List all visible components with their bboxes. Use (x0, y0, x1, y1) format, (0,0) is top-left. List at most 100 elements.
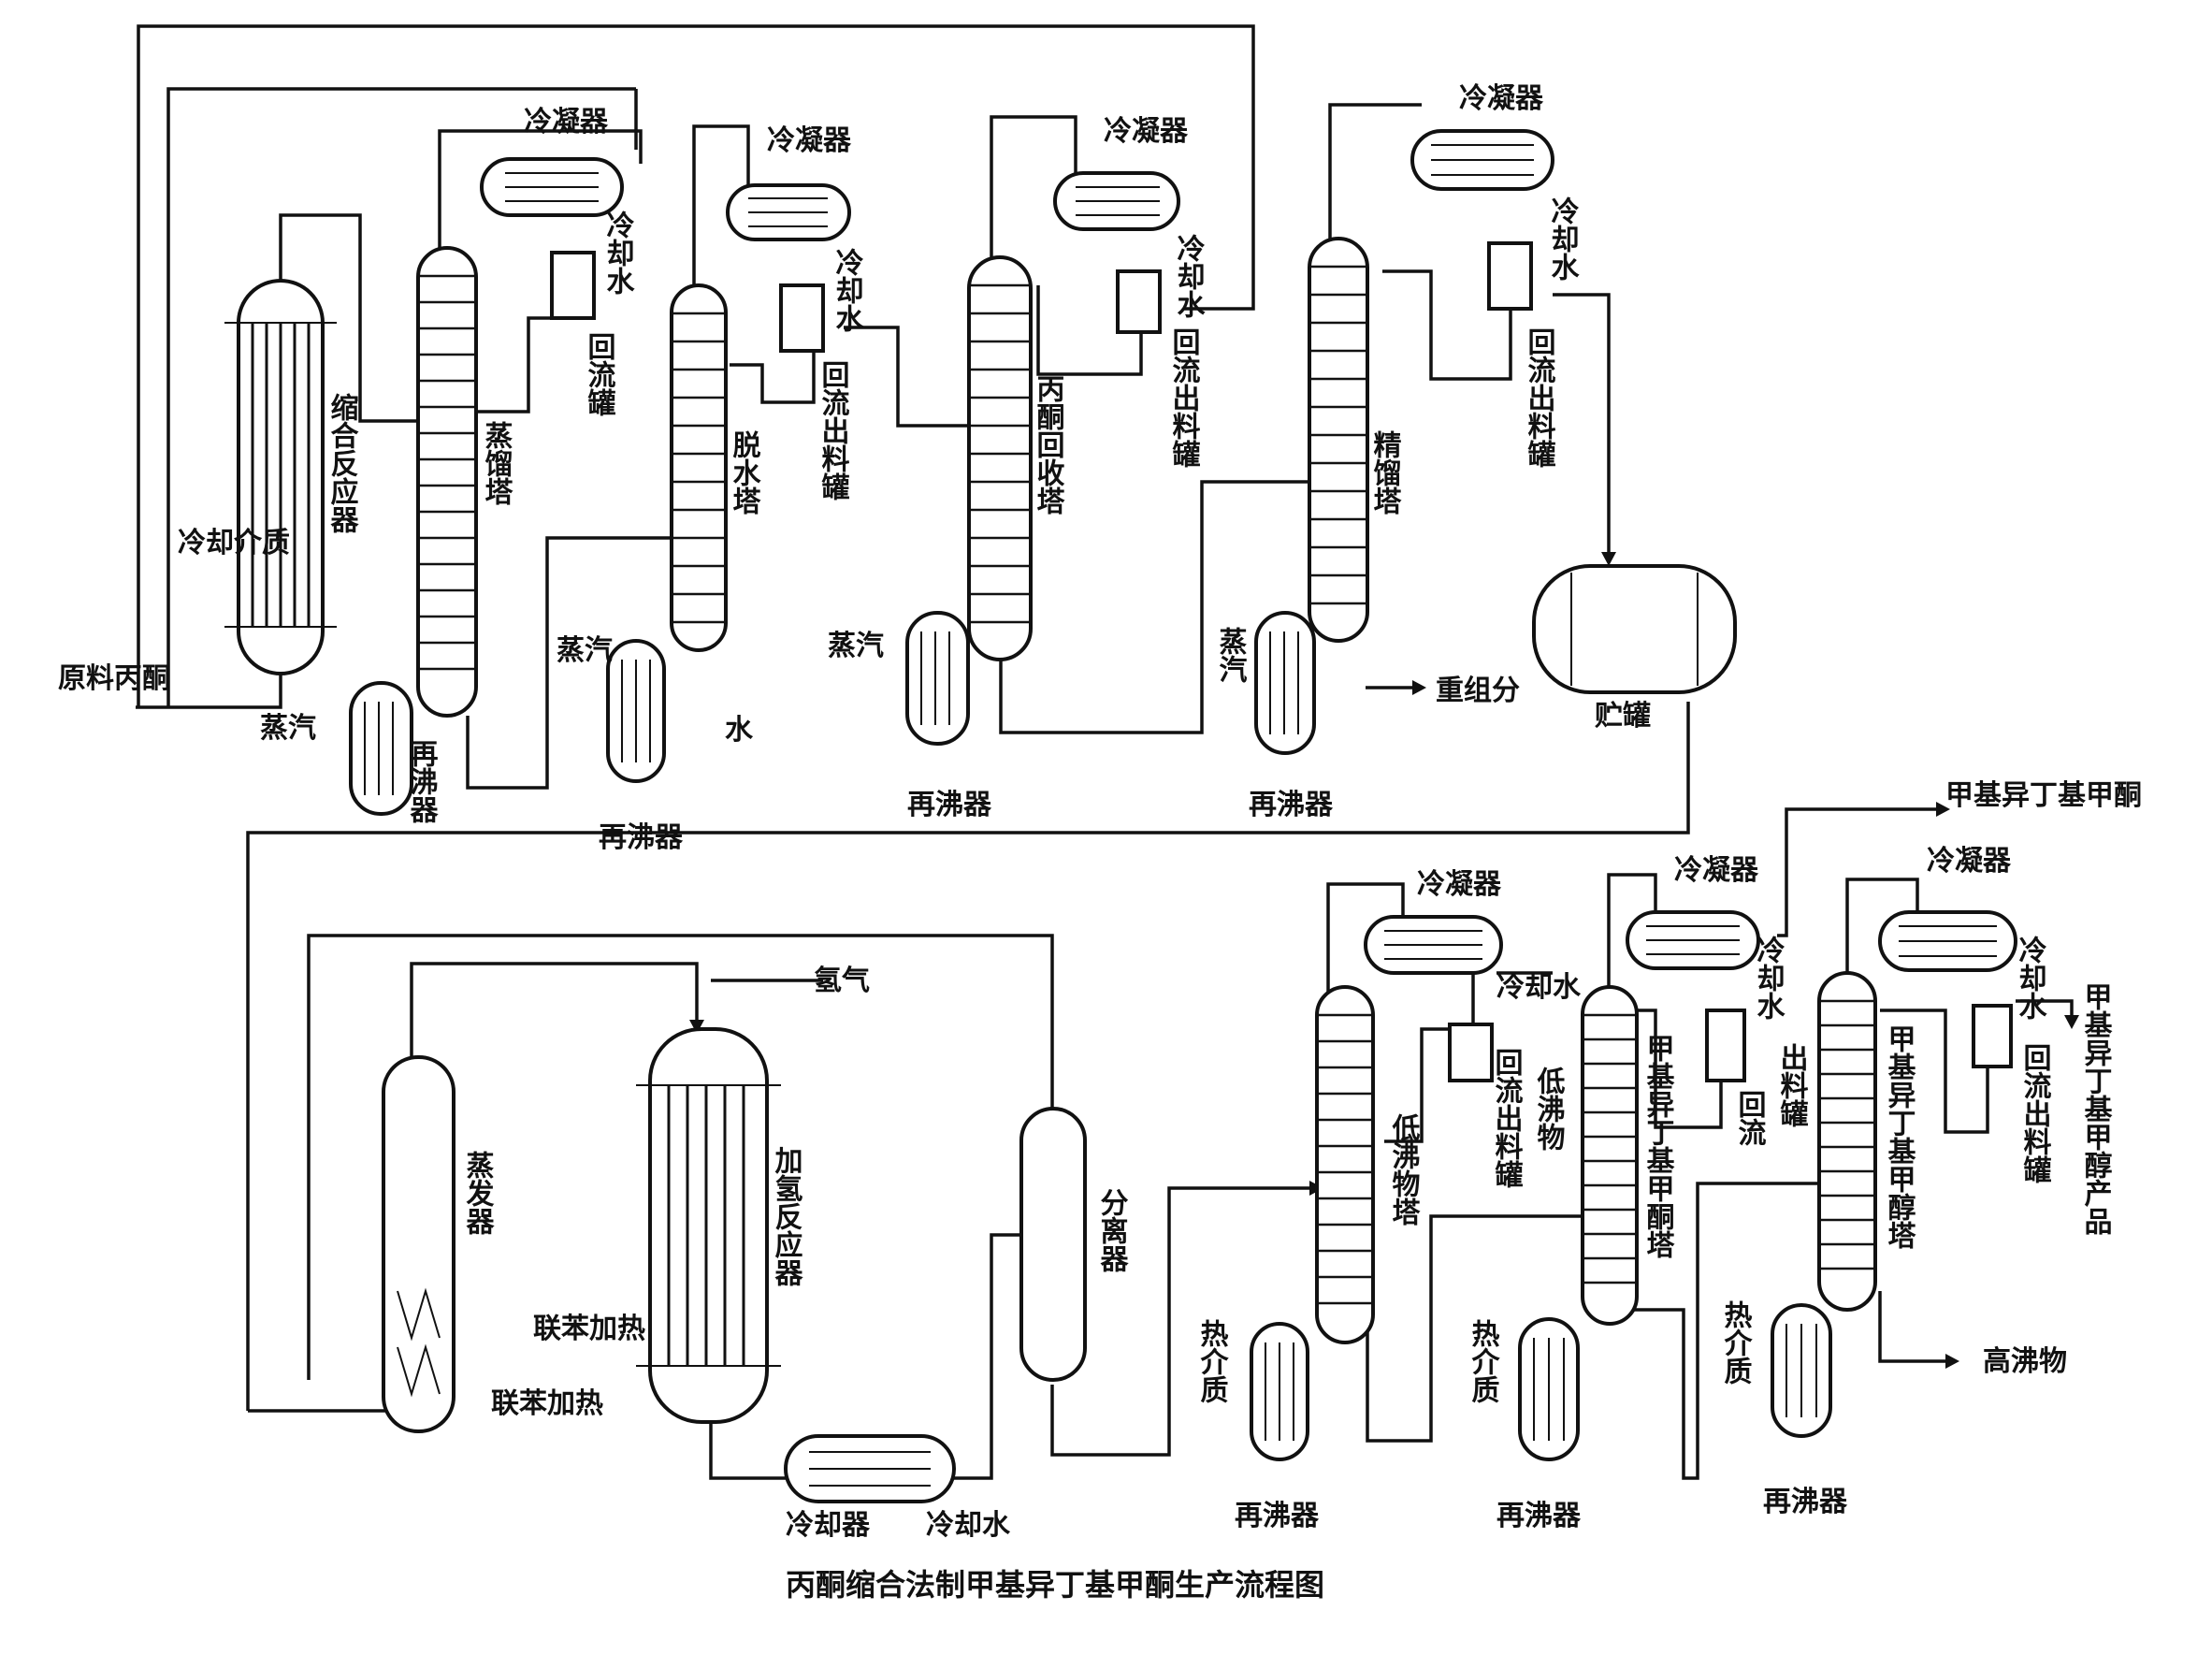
heat-medium-label-1: 热介质 (1195, 1319, 1230, 1403)
separator-label: 分离器 (1095, 1188, 1130, 1272)
storage-tank (1532, 564, 1737, 694)
cooling-water-label-5: 冷却水 (926, 1509, 1011, 1542)
reflux-discharge-tank-label-2: 回流出料罐 (1167, 327, 1201, 468)
reboiler-3 (905, 611, 970, 746)
biphenyl-heating-label-1: 联苯加热 (533, 1313, 645, 1345)
condenser-5-label: 冷凝器 (1417, 868, 1502, 901)
flow-arrows (689, 552, 2079, 1369)
mibk-tower (1581, 985, 1639, 1326)
cooler-label: 冷却器 (786, 1509, 871, 1542)
condenser-7-label: 冷凝器 (1927, 845, 2012, 878)
dehydration-tower (670, 283, 728, 652)
labels: 原料丙酮 缩合反应器 冷却介质 蒸馏塔 脱水塔 丙酮回收塔 精馏塔 冷凝器 冷凝… (58, 82, 2142, 1603)
biphenyl-heating-label-2: 联苯加热 (491, 1387, 603, 1420)
condenser-3-label: 冷凝器 (1104, 115, 1189, 148)
storage-tank-label: 贮罐 (1595, 700, 1651, 733)
steam-label-3: 蒸汽 (828, 630, 884, 662)
reflux-tank-6 (1705, 1009, 1746, 1082)
rectification-tower-label: 精馏塔 (1368, 430, 1402, 515)
condenser-4-label: 冷凝器 (1459, 82, 1544, 115)
reboiler-label-2: 再沸器 (599, 821, 684, 854)
reflux-tank-4 (1487, 241, 1533, 311)
feed-label: 原料丙酮 (58, 662, 170, 695)
reboiler-label-6: 再沸器 (1496, 1500, 1582, 1532)
condenser-3 (1053, 171, 1180, 231)
reboiler-7 (1771, 1303, 1832, 1438)
condenser-2-label: 冷凝器 (767, 124, 852, 157)
condensation-reactor (224, 279, 337, 675)
heavy-fraction-label: 重组分 (1436, 675, 1520, 707)
steam-label-4: 蒸汽 (1214, 627, 1248, 683)
reflux-discharge-tank-label-3: 回流出料罐 (1523, 327, 1556, 468)
reboiler-2 (606, 639, 666, 783)
rectification-tower (1308, 237, 1369, 643)
reflux-label: 回流 (1733, 1090, 1767, 1146)
reflux-tank-7 (1972, 1004, 2013, 1068)
condenser-5 (1364, 915, 1503, 975)
reboiler-label-7: 再沸器 (1763, 1486, 1848, 1518)
distillation-tower-label: 蒸馏塔 (480, 421, 513, 505)
coolant-medium-label: 冷却介质 (178, 527, 290, 559)
reboiler-6 (1518, 1317, 1580, 1461)
reboiler-5 (1250, 1322, 1309, 1461)
acetone-recovery-tower-label: 丙酮回收塔 (1032, 374, 1065, 515)
condenser-4 (1410, 129, 1554, 191)
hydrogenation-reactor-label: 加氢反应器 (770, 1146, 804, 1286)
water-label: 水 (725, 714, 754, 747)
steam-label-2: 蒸汽 (557, 634, 613, 667)
reboiler-label-5: 再沸器 (1235, 1500, 1320, 1532)
cooling-water-label-2: 冷却水 (831, 248, 864, 332)
process-piping-top (136, 24, 1690, 1411)
process-piping-bottom (248, 807, 2074, 1480)
figure-caption: 丙酮缩合法制甲基异丁基甲酮生产流程图 (786, 1567, 1324, 1603)
mibk-product-label: 甲基异丁基甲酮 (1945, 779, 2142, 812)
reflux-discharge-tank-label-5: 回流出料罐 (2018, 1043, 2052, 1183)
reboiler-label-3: 再沸器 (907, 789, 992, 821)
reflux-discharge-tank-label-4: 回流出料罐 (1490, 1048, 1524, 1188)
condenser-1-label: 冷凝器 (524, 106, 609, 138)
condenser-2 (726, 183, 851, 241)
cooling-water-label-4: 冷却水 (1546, 196, 1580, 281)
evaporator-label: 蒸发器 (461, 1151, 496, 1235)
low-boilers-label: 低沸物 (1532, 1067, 1567, 1151)
cooling-water-label-3: 冷却水 (1172, 234, 1206, 318)
hydrogenation-reactor (636, 1027, 781, 1424)
cooler (784, 1434, 956, 1503)
distillation-tower (416, 246, 478, 718)
heat-medium-label-2: 热介质 (1467, 1319, 1501, 1403)
condenser-7 (1878, 910, 2017, 972)
cooling-water-label-6: 冷却水 (1496, 971, 1582, 1004)
reboiler-1 (349, 681, 413, 816)
dehydration-tower-label: 脱水塔 (728, 430, 761, 515)
condenser-1 (480, 157, 624, 217)
hydrogen-label: 氢气 (814, 965, 870, 997)
discharge-tank-label: 出料罐 (1775, 1043, 1809, 1127)
reboiler-label-1: 再沸器 (405, 739, 440, 823)
mibc-tower-label: 甲基异丁基甲醇塔 (1883, 1024, 1916, 1249)
separator (1019, 1107, 1087, 1382)
evaporator (382, 1055, 455, 1433)
condenser-6 (1626, 910, 1760, 970)
heat-medium-label-3: 热介质 (1719, 1300, 1754, 1385)
mibc-product-label: 甲基异丁基甲醇产品 (2079, 982, 2113, 1235)
low-boiler-tower-label: 低沸物塔 (1387, 1113, 1422, 1226)
mibk-tower-label: 甲基异丁基甲酮塔 (1641, 1034, 1675, 1258)
steam-label-1: 蒸汽 (260, 712, 316, 745)
condenser-6-label: 冷凝器 (1674, 854, 1759, 887)
high-boilers-label: 高沸物 (1983, 1345, 2067, 1378)
condensation-reactor-label: 缩合反应器 (325, 393, 360, 533)
reflux-tank-1 (550, 251, 596, 320)
acetone-recovery-tower (967, 255, 1033, 661)
reflux-tank-3 (1116, 269, 1162, 334)
reflux-tank-5 (1448, 1023, 1494, 1082)
reflux-tank-2 (779, 283, 825, 353)
cooling-water-label-8: 冷却水 (2014, 936, 2047, 1020)
cooling-water-label-1: 冷却水 (601, 210, 635, 295)
reboiler-label-4: 再沸器 (1249, 789, 1334, 821)
low-boiler-tower (1315, 985, 1375, 1344)
cooling-water-label-7: 冷却水 (1752, 936, 1786, 1020)
reboiler-4 (1254, 611, 1316, 755)
reflux-discharge-tank-label-1: 回流出料罐 (817, 360, 850, 501)
reflux-tank-label: 回流罐 (583, 332, 616, 416)
